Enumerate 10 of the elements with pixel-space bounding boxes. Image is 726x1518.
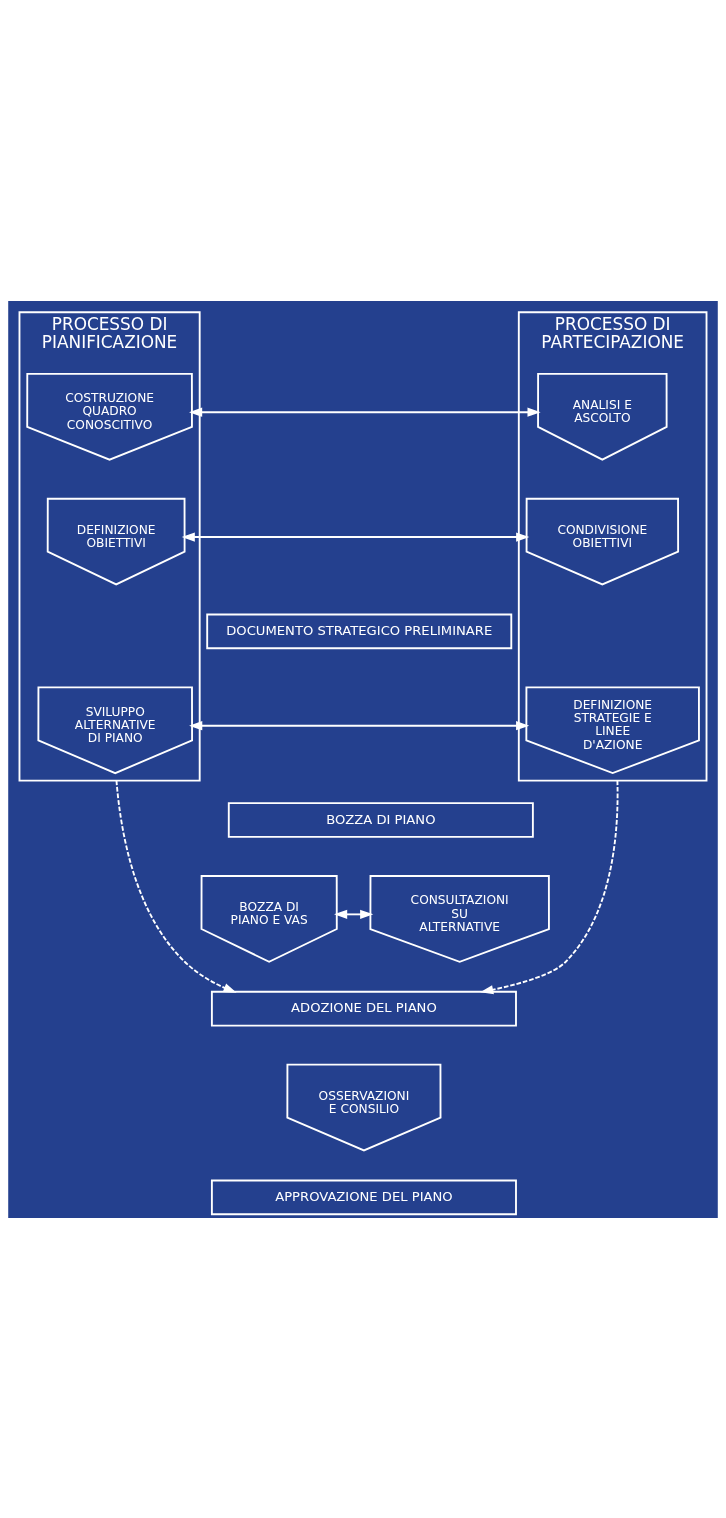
arrow [181,531,530,542]
node-box: ADOZIONE DEL PIANO [210,990,517,1027]
arrow [189,720,530,730]
node-box: BOZZA DI PIANO [227,801,534,838]
arrow [480,779,619,994]
node-box: DOCUMENTO STRATEGICO PRELIMINARE [206,613,513,649]
arrow [334,909,374,919]
arrow [115,779,237,993]
arrow [189,407,541,417]
node-box: APPROVAZIONE DEL PIANO [210,1179,517,1215]
